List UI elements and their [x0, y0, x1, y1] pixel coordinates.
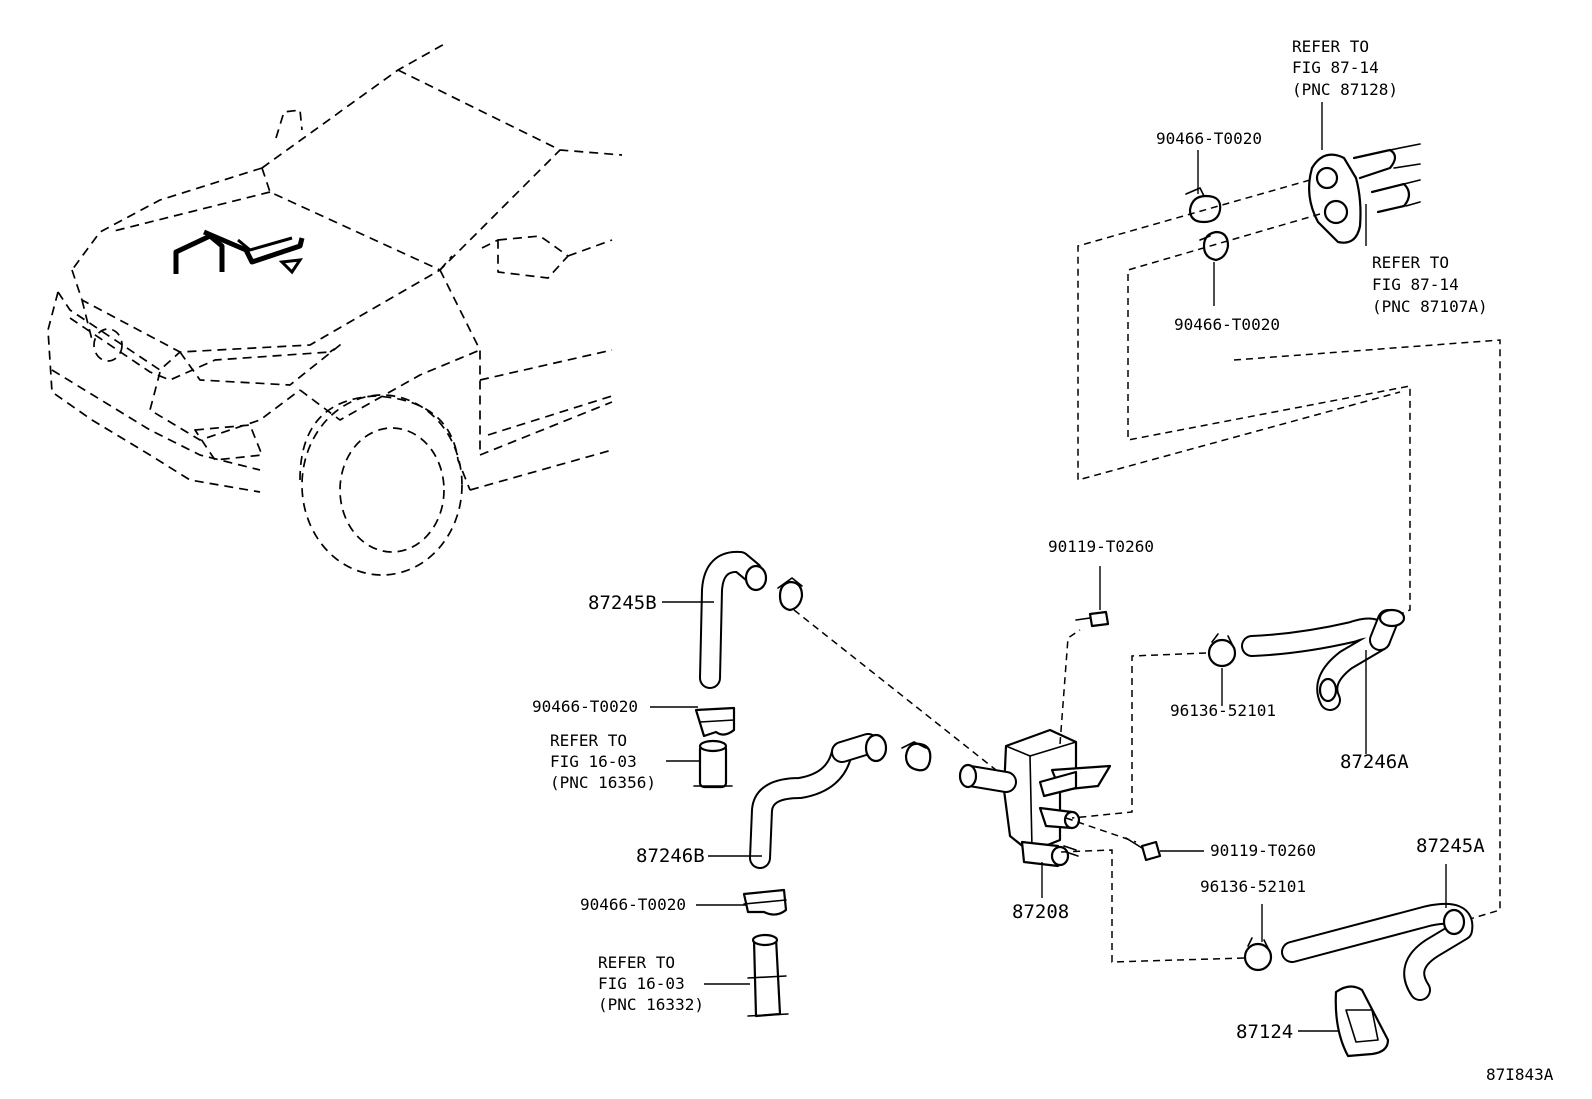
label-bolt-2: 90119-T0260 — [1210, 841, 1316, 860]
refer-top-2-line-2: FIG 87-14 — [1372, 275, 1459, 294]
pipe-16356 — [666, 739, 733, 789]
hose-87246b — [708, 733, 888, 869]
clip-96136-2 — [1243, 904, 1273, 972]
clamp-left-2 — [696, 888, 788, 916]
clip-96136-1 — [1207, 633, 1237, 706]
route-line-7 — [1059, 849, 1245, 963]
bolt-1 — [1075, 566, 1110, 628]
label-bolt-1: 90119-T0260 — [1048, 537, 1154, 556]
clamp-87245b-end — [777, 577, 804, 612]
label-clamp-top-2: 90466-T0020 — [1174, 315, 1280, 334]
route-line-4 — [793, 609, 997, 771]
label-clip-2: 96136-52101 — [1200, 877, 1306, 896]
route-line-2 — [1127, 213, 1411, 623]
vehicle-illustration — [47, 41, 623, 576]
heater-core-pipe-assembly — [1307, 102, 1421, 246]
refer-top-2-line-3: (PNC 87107A) — [1372, 297, 1488, 316]
refer-top-1-line-1: REFER TO — [1292, 37, 1369, 56]
refer-note-top-1: REFER TO FIG 87-14 (PNC 87128) — [1292, 37, 1398, 99]
clamp-left-1 — [650, 706, 736, 738]
route-line-5 — [1065, 817, 1137, 843]
label-hose-87245b: 87245B — [588, 592, 657, 614]
route-line-1 — [1077, 179, 1401, 481]
label-valve-87208: 87208 — [1012, 901, 1069, 923]
refer-mid-line-3: (PNC 16356) — [550, 773, 656, 792]
hose-87245a — [1281, 864, 1474, 1001]
refer-mid-line-2: FIG 16-03 — [550, 752, 637, 771]
hose-clamp-87124 — [1298, 985, 1390, 1058]
label-clamp-top-1: 90466-T0020 — [1156, 129, 1262, 148]
label-clip-1: 96136-52101 — [1170, 701, 1276, 720]
refer-note-top-2: REFER TO FIG 87-14 (PNC 87107A) — [1372, 253, 1488, 316]
hose-87246a — [1241, 608, 1406, 754]
refer-bottom-line-1: REFER TO — [598, 953, 675, 972]
refer-note-bottom: REFER TO FIG 16-03 (PNC 16332) — [598, 953, 704, 1014]
hose-87245b — [662, 550, 768, 689]
diagram-code: 87I843A — [1486, 1065, 1554, 1084]
bolt-2 — [1125, 837, 1204, 862]
water-valve-87208 — [958, 629, 1112, 898]
route-line-6 — [1071, 652, 1207, 819]
label-hose-87246a: 87246A — [1340, 751, 1409, 773]
refer-top-1-line-3: (PNC 87128) — [1292, 80, 1398, 99]
refer-top-2-line-1: REFER TO — [1372, 253, 1449, 272]
refer-bottom-line-3: (PNC 16332) — [598, 995, 704, 1014]
refer-note-mid: REFER TO FIG 16-03 (PNC 16356) — [550, 731, 656, 792]
refer-top-1-line-2: FIG 87-14 — [1292, 58, 1379, 77]
label-hose-87245a: 87245A — [1416, 835, 1485, 857]
refer-bottom-line-2: FIG 16-03 — [598, 974, 685, 993]
label-clamp-87124: 87124 — [1236, 1021, 1293, 1043]
label-clamp-left-2: 90466-T0020 — [580, 895, 686, 914]
clamp-top-2 — [1199, 230, 1230, 306]
label-hose-87246b: 87246B — [636, 845, 705, 867]
refer-mid-line-1: REFER TO — [550, 731, 627, 750]
clamp-87246b-end — [901, 741, 932, 772]
pipe-16332 — [704, 933, 789, 1018]
clamp-top-1 — [1185, 150, 1222, 224]
label-clamp-left-1: 90466-T0020 — [532, 697, 638, 716]
route-line-3 — [1233, 339, 1501, 923]
